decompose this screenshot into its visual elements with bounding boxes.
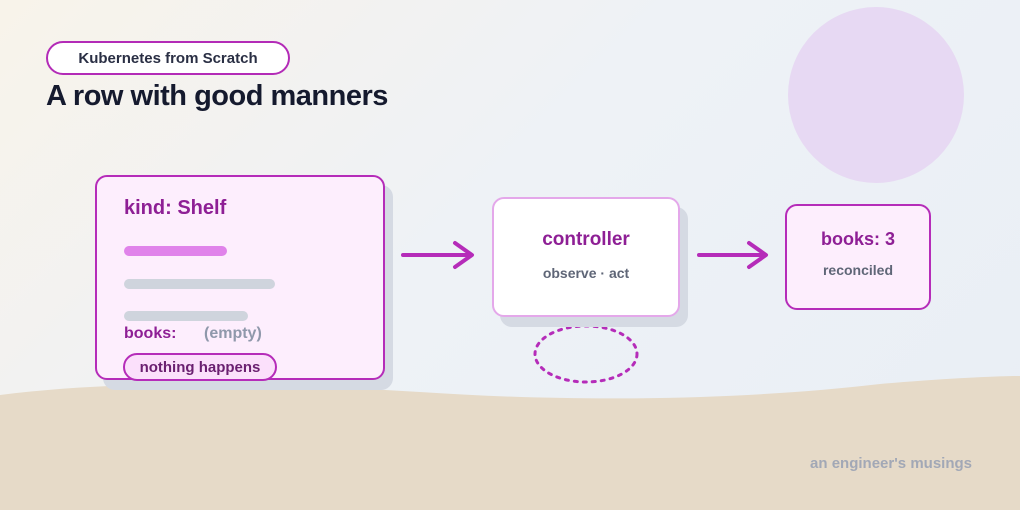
- placeholder-line-accent: [124, 246, 227, 256]
- arrow-head-1: [453, 241, 474, 269]
- placeholder-line: [124, 279, 275, 289]
- arrow-head-2: [747, 241, 768, 269]
- result-books-count: books: 3: [820, 228, 895, 249]
- controller-card: controller observe · act: [492, 197, 680, 317]
- dashed-loop-ellipse: [533, 324, 639, 384]
- page-title: A row with good manners: [46, 80, 388, 112]
- nothing-happens-badge: nothing happens: [123, 353, 277, 381]
- result-card: books: 3 reconciled: [785, 204, 931, 310]
- result-status: reconciled: [822, 261, 894, 278]
- controller-subtitle: observe · act: [542, 265, 630, 281]
- shelf-kind-label: kind: Shelf: [124, 197, 227, 219]
- controller-name: controller: [542, 229, 630, 250]
- series-pill: Kubernetes from Scratch: [46, 41, 290, 75]
- placeholder-line: [124, 311, 248, 321]
- decorative-circle: [788, 7, 964, 183]
- footer-signature: an engineer's musings: [810, 455, 972, 472]
- shelf-books-label: books:: [124, 325, 177, 342]
- sand-hill: [0, 376, 1020, 510]
- shelf-books-value: (empty): [204, 325, 262, 342]
